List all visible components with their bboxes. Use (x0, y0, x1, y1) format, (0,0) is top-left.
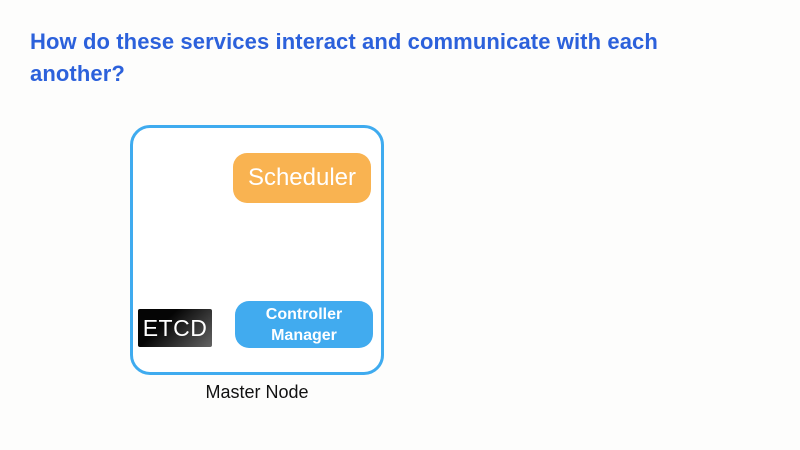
scheduler-service-label: Scheduler (247, 164, 357, 191)
etcd-service-box: ETCD (138, 309, 212, 347)
master-node-box: Scheduler ETCD Controller Manager (130, 125, 384, 375)
master-node-label: Master Node (205, 382, 309, 402)
etcd-service-label: ETCD (142, 314, 208, 341)
controller-manager-service-box: Controller Manager (235, 301, 373, 348)
page-title: How do these services interact and commu… (30, 29, 658, 86)
scheduler-service-box: Scheduler (233, 153, 371, 203)
controller-manager-service-label: Controller Manager (265, 305, 343, 344)
